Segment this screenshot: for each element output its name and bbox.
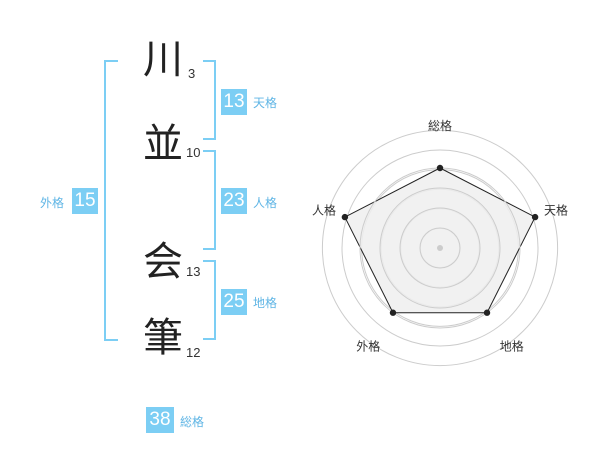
stroke-count-2: 10 [186, 145, 201, 160]
radar-grid-ring [341, 149, 539, 347]
radar-point-2 [531, 213, 539, 221]
radar-axis-label-2: 天格 [544, 202, 568, 217]
radar-grid-ring [321, 129, 559, 367]
tenkaku-bracket [203, 60, 216, 140]
radar-inner-ring [379, 187, 501, 309]
soukaku-label: 総格 [180, 415, 205, 429]
tenkaku-label: 天格 [253, 96, 278, 110]
tenkaku-value: 13 [221, 89, 247, 115]
name-char-2: 並 [143, 121, 183, 167]
stroke-count-1: 3 [188, 66, 196, 81]
radar-data-polygon [344, 167, 536, 314]
gaikaku-bracket [104, 60, 118, 341]
radar-point-5 [341, 213, 349, 221]
stroke-count-4: 12 [186, 345, 201, 360]
radar-axis-label-3: 地格 [500, 339, 524, 354]
radar-point-3 [483, 309, 491, 316]
gaikaku-value: 15 [72, 188, 98, 214]
radar-inner-ring [399, 207, 481, 289]
radar-center-dot [437, 245, 443, 251]
jinkaku-label: 人格 [253, 196, 278, 210]
radar-axis-label-4: 外格 [356, 339, 380, 354]
chikaku-label: 地格 [253, 296, 278, 310]
jinkaku-value: 23 [221, 188, 247, 214]
radar-point-4 [389, 309, 397, 316]
radar-point-1 [436, 164, 444, 172]
name-char-4: 筆 [143, 315, 183, 361]
chikaku-bracket [203, 260, 216, 340]
jinkaku-bracket [203, 150, 216, 250]
radar-axis-label-5: 人格 [312, 202, 336, 217]
radar-axis-label-1: 総格 [428, 118, 452, 133]
chikaku-value: 25 [221, 289, 247, 315]
gaikaku-label: 外格 [40, 196, 65, 210]
soukaku-value: 38 [146, 407, 174, 433]
name-char-1: 川 [143, 37, 183, 83]
radar-inner-ring [419, 227, 461, 269]
stroke-count-3: 13 [186, 264, 201, 279]
name-char-3: 会 [143, 239, 183, 285]
